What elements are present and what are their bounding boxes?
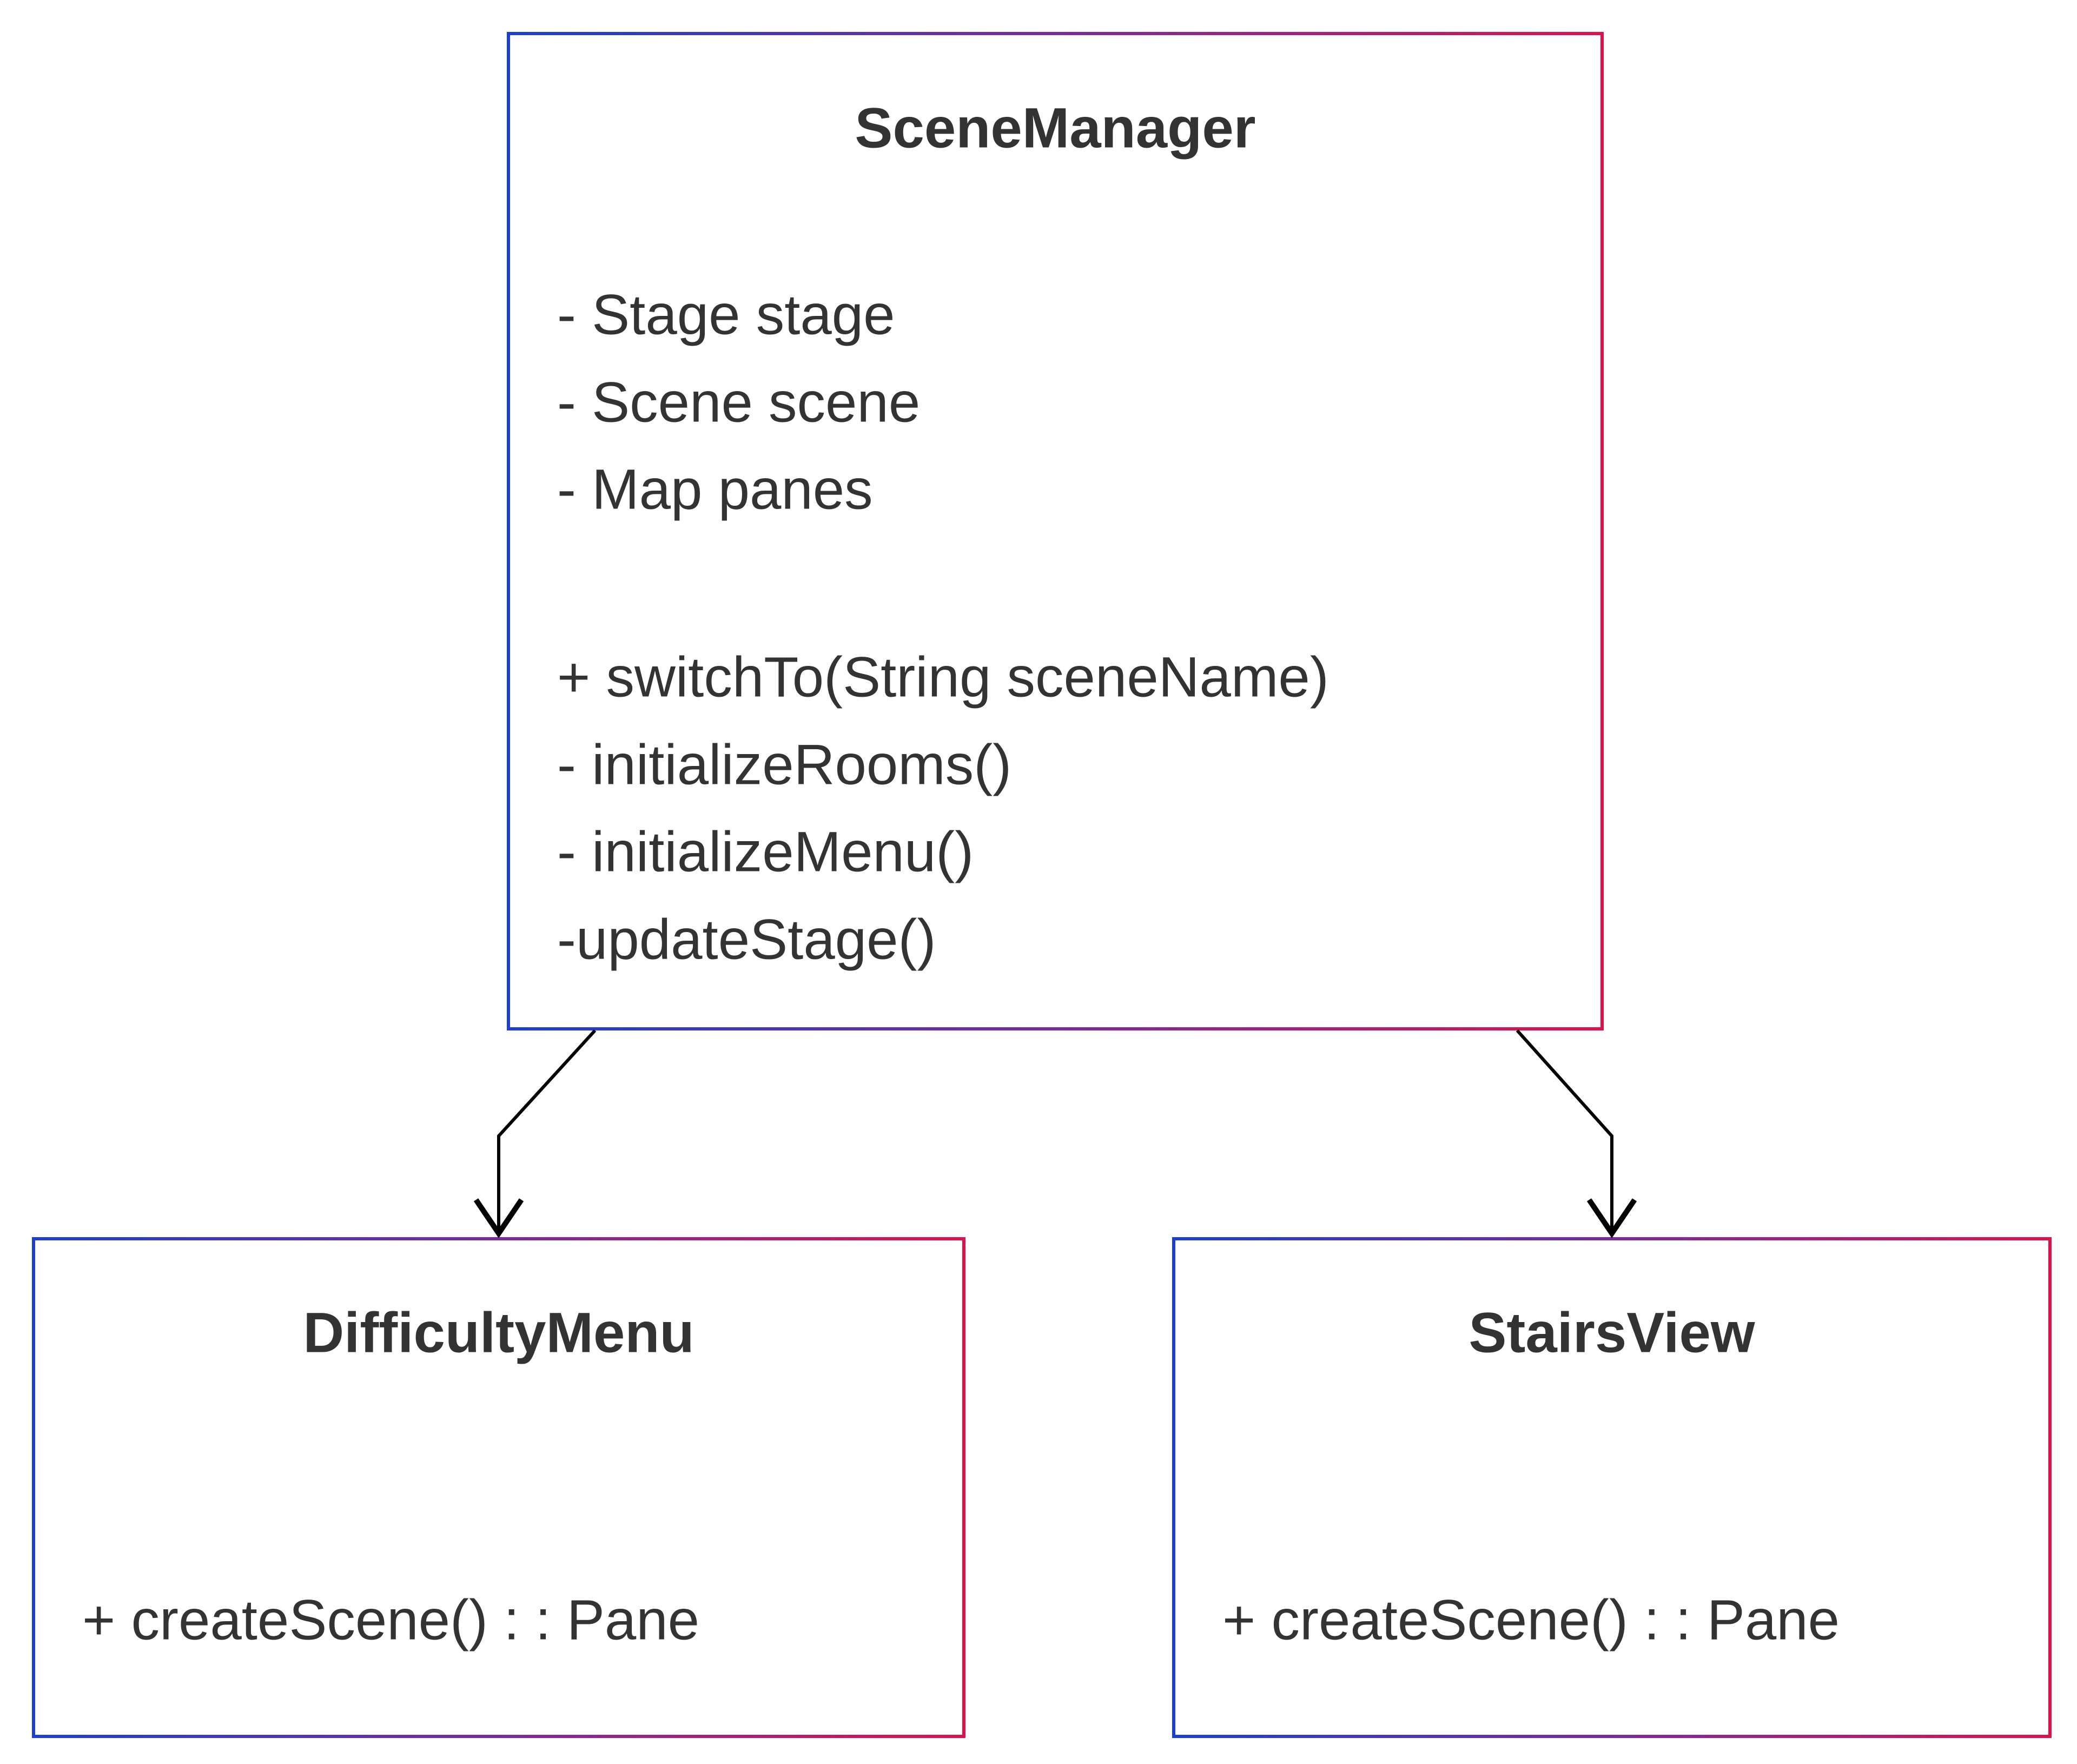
edge-line (497, 1029, 597, 1234)
arrow-head-icon (473, 1198, 524, 1238)
method: - initializeMenu() (557, 821, 974, 884)
class-box-border (1172, 1237, 2052, 1738)
class-box-scenemanager[interactable]: SceneManager - Stage stage - Scene scene… (507, 32, 1604, 1030)
edge-line (1516, 1029, 1613, 1234)
class-name: DifficultyMenu (303, 1301, 694, 1365)
class-box-border (507, 32, 1604, 1030)
class-name: StairsView (1469, 1301, 1755, 1365)
method: + createScene() : : Pane (1222, 1589, 1840, 1652)
method: -updateStage() (557, 908, 936, 972)
attribute: - Map panes (557, 458, 873, 521)
class-box-stairsview[interactable]: StairsView + createScene() : : Pane (1172, 1237, 2052, 1738)
attribute: - Scene scene (557, 371, 920, 434)
method: + switchTo(String sceneName) (557, 646, 1329, 709)
class-box-border (32, 1237, 965, 1738)
class-name: SceneManager (855, 97, 1255, 160)
class-box-difficultymenu[interactable]: DifficultyMenu + createScene() : : Pane (32, 1237, 965, 1738)
method: + createScene() : : Pane (82, 1589, 699, 1652)
attribute: - Stage stage (557, 283, 895, 347)
arrow-head-icon (1586, 1198, 1637, 1238)
method: - initializeRooms() (557, 734, 1011, 797)
edge-scenemanager-to-difficultymenu[interactable] (473, 1029, 597, 1238)
edge-scenemanager-to-stairsview[interactable] (1516, 1029, 1637, 1238)
